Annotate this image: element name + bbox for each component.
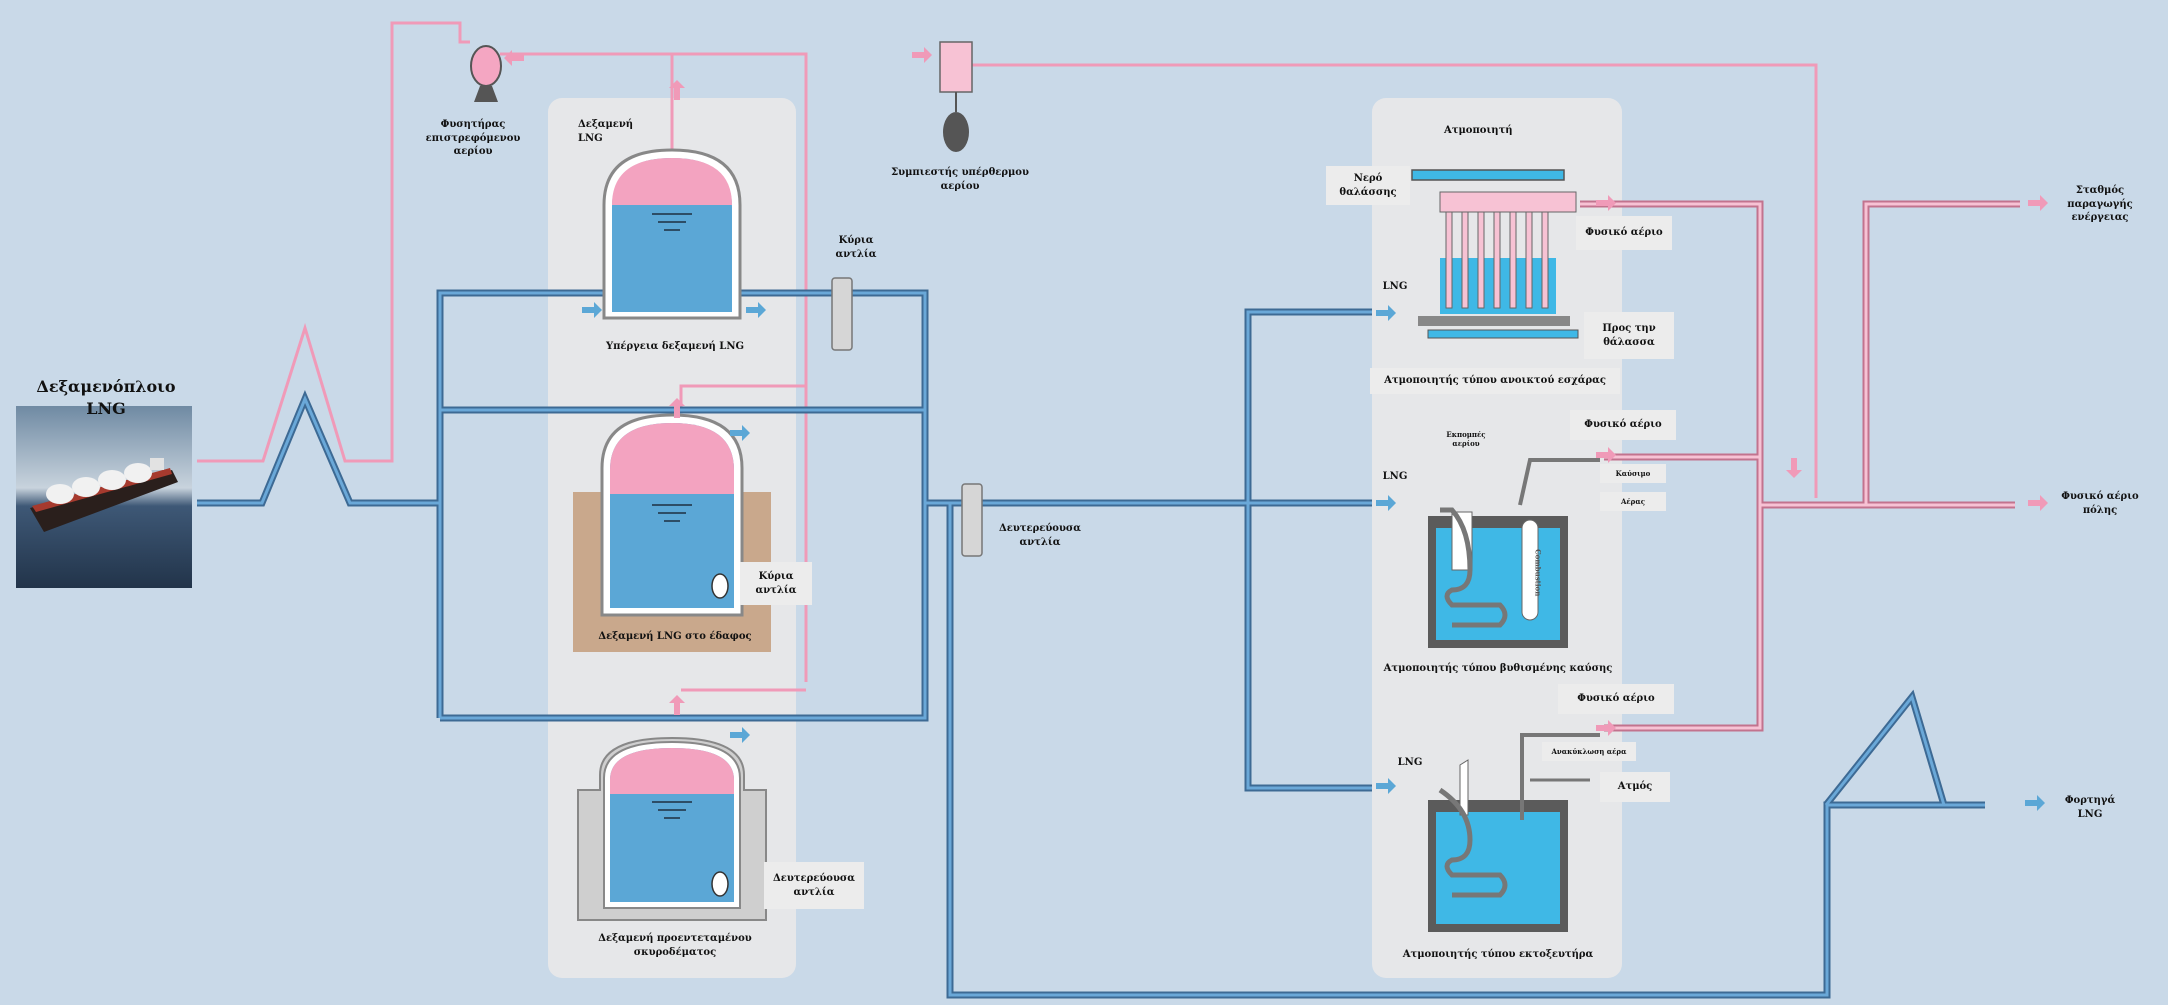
lng-pipelines [197,293,1985,995]
ship-title: Δεξαμενόπλοιο LNG [18,376,194,419]
open-rack-gas-label: Φυσικό αέριο [1576,216,1672,250]
prestressed-tank-label: Δεξαμενή προεντεταμένου σκυροδέματος [580,932,770,959]
prestressed-concrete-tank [578,738,766,920]
jet-gas-label: Φυσικό αέριο [1558,684,1674,714]
storage-section-label: Δεξαμενή LNG [578,118,638,145]
main-pump-top [832,278,852,350]
power-station-output-label: Σταθμός παραγωγής ενέργειας [2050,184,2150,225]
seawater-label: Νερό θαλάσσης [1326,166,1410,205]
boiloff-gas-compressor [940,42,972,152]
return-gas-blower-label: Φυσητήρας επιστρεφόμενου αερίου [418,118,528,159]
above-ground-tank-label: Υπέργεια δεξαμενή LNG [590,340,760,354]
vaporizer-section-label: Ατμοποιητή [1444,124,1544,138]
main-pump-mid-label: Κύρια αντλία [740,562,812,605]
submerged-gas-label: Φυσικό αέριο [1570,410,1676,440]
city-gas-output-label: Φυσικό αέριο πόλης [2050,490,2150,517]
open-rack-vaporizer-title: Ατμοποιητής τύπου ανοικτού εσχάρας [1370,368,1620,394]
return-gas-blower [471,46,501,102]
combustion-label: Combustion [1533,543,1542,603]
recirc-air-label: Ανακύκλωση αέρα [1542,742,1636,761]
above-ground-tank [604,150,740,318]
main-pump-top-label: Κύρια αντλία [826,234,886,261]
air-label: Αέρας [1600,492,1666,511]
jet-lng-label: LNG [1390,756,1430,770]
in-ground-tank-label: Δεξαμενή LNG στο έδαφος [590,630,760,644]
secondary-pump-label: Δευτερεύουσα αντλία [990,522,1090,549]
steam-label: Ατμός [1600,772,1670,802]
jet-vaporizer-title: Ατμοποιητής τύπου εκτοξευτήρα [1376,948,1620,962]
submerged-lng-label: LNG [1380,470,1410,484]
to-sea-label: Προς την θάλασσα [1584,312,1674,359]
lng-trucks-output-label: Φορτηγά LNG [2050,794,2130,821]
exhaust-gas-label: Εκπομπές αερίου [1436,430,1496,449]
lng-tanker-photo [16,406,192,588]
secondary-pump-main [962,484,982,556]
boiloff-compressor-label: Συμπιεστής υπέρθερμου αερίου [870,166,1050,193]
fuel-label: Καύσιμο [1600,464,1666,483]
submerged-vaporizer-title: Ατμοποιητής τύπου βυθισμένης καύσης [1376,662,1620,676]
open-rack-lng-label: LNG [1380,280,1410,294]
secondary-pump-bottom-label: Δευτερεύουσα αντλία [764,862,864,909]
